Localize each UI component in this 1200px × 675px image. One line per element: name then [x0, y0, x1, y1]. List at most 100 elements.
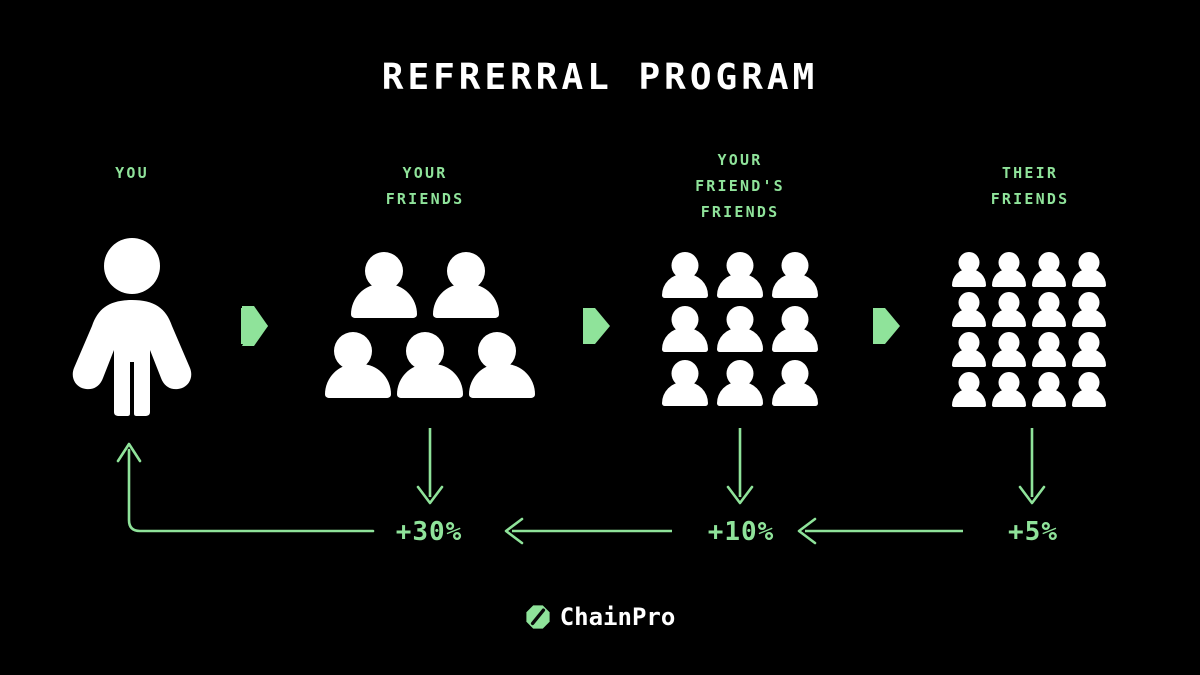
avatar-head	[958, 332, 980, 353]
stage-label-their-friends: THEIR FRIENDS	[990, 164, 1070, 208]
avatar	[1032, 252, 1066, 287]
avatar	[992, 252, 1026, 287]
chainpro-wordmark: ChainPro	[559, 603, 676, 631]
avatar	[1072, 372, 1106, 407]
avatar-head	[406, 332, 444, 370]
avatar-row	[662, 306, 818, 352]
avatar	[662, 360, 708, 406]
avatar-body	[952, 349, 986, 367]
avatar-body	[772, 328, 818, 352]
people-group-their-friends	[950, 252, 1108, 412]
avatar-body	[1072, 389, 1106, 407]
avatar	[952, 252, 986, 287]
avatar-body	[717, 382, 763, 406]
avatar-body	[1032, 349, 1066, 367]
avatar-body	[662, 382, 708, 406]
stage-label-your-friends: YOUR FRIENDS	[385, 164, 465, 208]
avatar-body	[952, 269, 986, 287]
avatar-head	[334, 332, 372, 370]
avatar	[433, 252, 499, 318]
reward-label-5: +5%	[1008, 517, 1058, 547]
person-icon	[70, 236, 194, 416]
avatar	[1072, 292, 1106, 327]
people-group-friends-of-friends	[662, 252, 818, 412]
avatar-row	[662, 252, 818, 298]
avatar-body	[992, 269, 1026, 287]
avatar	[1072, 332, 1106, 367]
avatar	[662, 306, 708, 352]
avatar-body	[772, 382, 818, 406]
avatar-head	[478, 332, 516, 370]
avatar-head	[1038, 372, 1060, 393]
avatar	[325, 332, 391, 398]
avatar-body	[717, 274, 763, 298]
avatar-head	[1038, 332, 1060, 353]
avatar-head	[447, 252, 485, 290]
avatar-body	[397, 364, 463, 398]
avatar	[772, 360, 818, 406]
avatar-head	[1038, 292, 1060, 313]
avatar-body	[1032, 389, 1066, 407]
chevron-right-icon-1	[240, 302, 270, 350]
reward-label-10: +10%	[707, 517, 775, 547]
avatar-body	[717, 328, 763, 352]
stage-label-you: YOU	[115, 164, 149, 182]
avatar	[992, 292, 1026, 327]
avatar	[397, 332, 463, 398]
avatar-row	[325, 332, 535, 398]
avatar-head	[1078, 292, 1100, 313]
avatar	[717, 306, 763, 352]
down-arrow-stage-3	[726, 428, 754, 505]
return-arrow-to-you	[116, 442, 375, 533]
avatar-head	[998, 292, 1020, 313]
reward-label-30: +30%	[395, 517, 463, 547]
avatar-body	[433, 284, 499, 318]
avatar-body	[992, 349, 1026, 367]
avatar-head	[998, 252, 1020, 273]
down-arrow-stage-2	[416, 428, 444, 505]
avatar-row	[950, 252, 1108, 287]
avatar-head	[1078, 252, 1100, 273]
avatar	[772, 306, 818, 352]
avatar-head	[958, 372, 980, 393]
avatar	[1032, 332, 1066, 367]
avatar-row	[325, 252, 525, 318]
left-arrow-10-to-30	[504, 517, 672, 545]
avatar-head	[958, 252, 980, 273]
avatar-head	[998, 372, 1020, 393]
avatar-body	[469, 364, 535, 398]
chevron-right-icon-2	[582, 302, 612, 350]
down-arrow-stage-4	[1018, 428, 1046, 505]
avatar	[717, 252, 763, 298]
avatar-body	[1032, 269, 1066, 287]
avatar-head	[365, 252, 403, 290]
avatar-head	[1078, 372, 1100, 393]
avatar-head	[998, 332, 1020, 353]
avatar	[992, 372, 1026, 407]
avatar-head	[958, 292, 980, 313]
avatar-body	[772, 274, 818, 298]
avatar	[351, 252, 417, 318]
avatar-body	[992, 309, 1026, 327]
avatar	[469, 332, 535, 398]
avatar-body	[1032, 309, 1066, 327]
page-title: REFRERRAL PROGRAM	[381, 57, 819, 98]
chevron-right-icon-3	[872, 302, 902, 350]
avatar-head	[1038, 252, 1060, 273]
brand-logo: ChainPro	[0, 604, 1200, 630]
avatar-body	[662, 274, 708, 298]
avatar-row	[950, 292, 1108, 327]
avatar	[992, 332, 1026, 367]
avatar-body	[1072, 349, 1106, 367]
chainpro-logo-mark-icon	[525, 604, 551, 630]
avatar-row	[950, 332, 1108, 367]
left-arrow-5-to-10	[797, 517, 963, 545]
avatar-body	[1072, 309, 1106, 327]
stage-label-your-friends-friends: YOUR FRIEND'S FRIENDS	[695, 151, 785, 221]
avatar-head	[1078, 332, 1100, 353]
avatar-row	[950, 372, 1108, 407]
avatar	[772, 252, 818, 298]
avatar	[717, 360, 763, 406]
avatar	[1032, 292, 1066, 327]
